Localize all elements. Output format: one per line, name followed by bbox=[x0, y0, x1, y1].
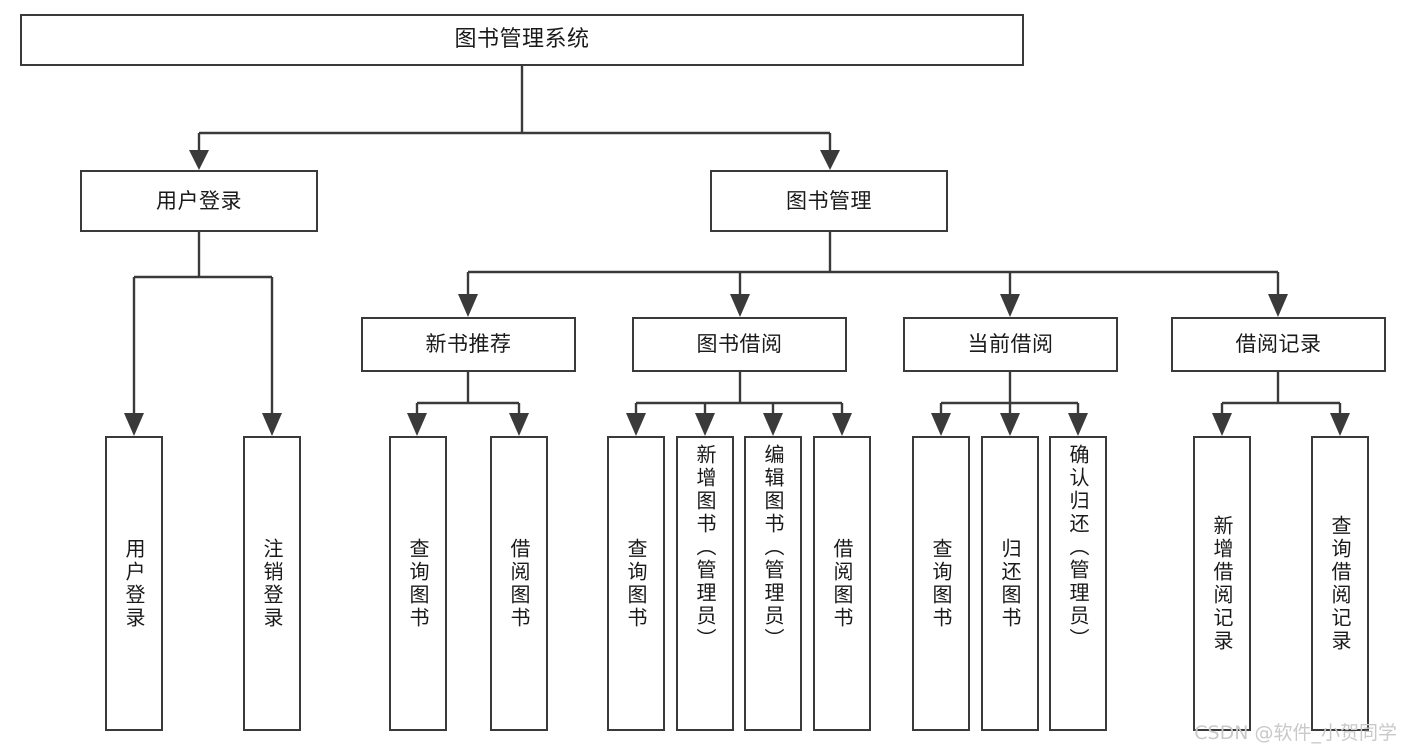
node-book-manage[interactable]: 图书管理 bbox=[710, 170, 948, 232]
leaf-query-book-2-label: 查询图书 bbox=[624, 537, 648, 630]
leaf-borrow-book-2-label: 借阅图书 bbox=[830, 537, 854, 630]
node-book-manage-label: 图书管理 bbox=[786, 188, 872, 213]
watermark: CSDN @软件_小贺同学 bbox=[1194, 722, 1397, 744]
leaf-user-login-label: 用户登录 bbox=[122, 537, 146, 630]
node-new-book-recommend[interactable]: 新书推荐 bbox=[361, 317, 576, 372]
node-book-borrow-label: 图书借阅 bbox=[696, 332, 783, 357]
leaf-query-book-2[interactable]: 查询图书 bbox=[607, 436, 665, 731]
node-user-login-label: 用户登录 bbox=[156, 188, 242, 213]
leaf-query-record-label: 查询借阅记录 bbox=[1328, 514, 1352, 653]
leaf-borrow-book-1-label: 借阅图书 bbox=[507, 537, 531, 630]
leaf-query-book-1[interactable]: 查询图书 bbox=[389, 436, 447, 731]
leaf-add-record-label: 新增借阅记录 bbox=[1210, 514, 1234, 653]
leaf-query-book-3-label: 查询图书 bbox=[929, 537, 953, 630]
node-borrow-record[interactable]: 借阅记录 bbox=[1171, 317, 1386, 372]
leaf-edit-book[interactable]: 编辑图书（管理员） bbox=[744, 436, 802, 731]
node-new-book-recommend-label: 新书推荐 bbox=[425, 332, 512, 357]
node-current-borrow-label: 当前借阅 bbox=[967, 332, 1054, 357]
node-borrow-record-label: 借阅记录 bbox=[1235, 332, 1322, 357]
node-root[interactable]: 图书管理系统 bbox=[20, 14, 1024, 66]
node-user-login[interactable]: 用户登录 bbox=[80, 170, 318, 232]
leaf-edit-book-label: 编辑图书（管理员） bbox=[761, 444, 785, 651]
leaf-user-login[interactable]: 用户登录 bbox=[105, 436, 163, 731]
leaf-add-record[interactable]: 新增借阅记录 bbox=[1193, 436, 1251, 731]
node-root-label: 图书管理系统 bbox=[454, 27, 590, 53]
leaf-query-book-1-label: 查询图书 bbox=[406, 537, 430, 630]
leaf-return-book[interactable]: 归还图书 bbox=[981, 436, 1039, 731]
leaf-logout[interactable]: 注销登录 bbox=[243, 436, 301, 731]
leaf-add-book[interactable]: 新增图书（管理员） bbox=[676, 436, 734, 731]
leaf-confirm-return-label: 确认归还（管理员） bbox=[1066, 444, 1090, 651]
node-current-borrow[interactable]: 当前借阅 bbox=[903, 317, 1118, 372]
leaf-logout-label: 注销登录 bbox=[260, 537, 284, 630]
leaf-confirm-return[interactable]: 确认归还（管理员） bbox=[1049, 436, 1107, 731]
leaf-add-book-label: 新增图书（管理员） bbox=[693, 444, 717, 651]
leaf-return-book-label: 归还图书 bbox=[998, 537, 1022, 630]
leaf-query-record[interactable]: 查询借阅记录 bbox=[1311, 436, 1369, 731]
node-book-borrow[interactable]: 图书借阅 bbox=[632, 317, 847, 372]
leaf-query-book-3[interactable]: 查询图书 bbox=[912, 436, 970, 731]
leaf-borrow-book-2[interactable]: 借阅图书 bbox=[813, 436, 871, 731]
leaf-borrow-book-1[interactable]: 借阅图书 bbox=[490, 436, 548, 731]
